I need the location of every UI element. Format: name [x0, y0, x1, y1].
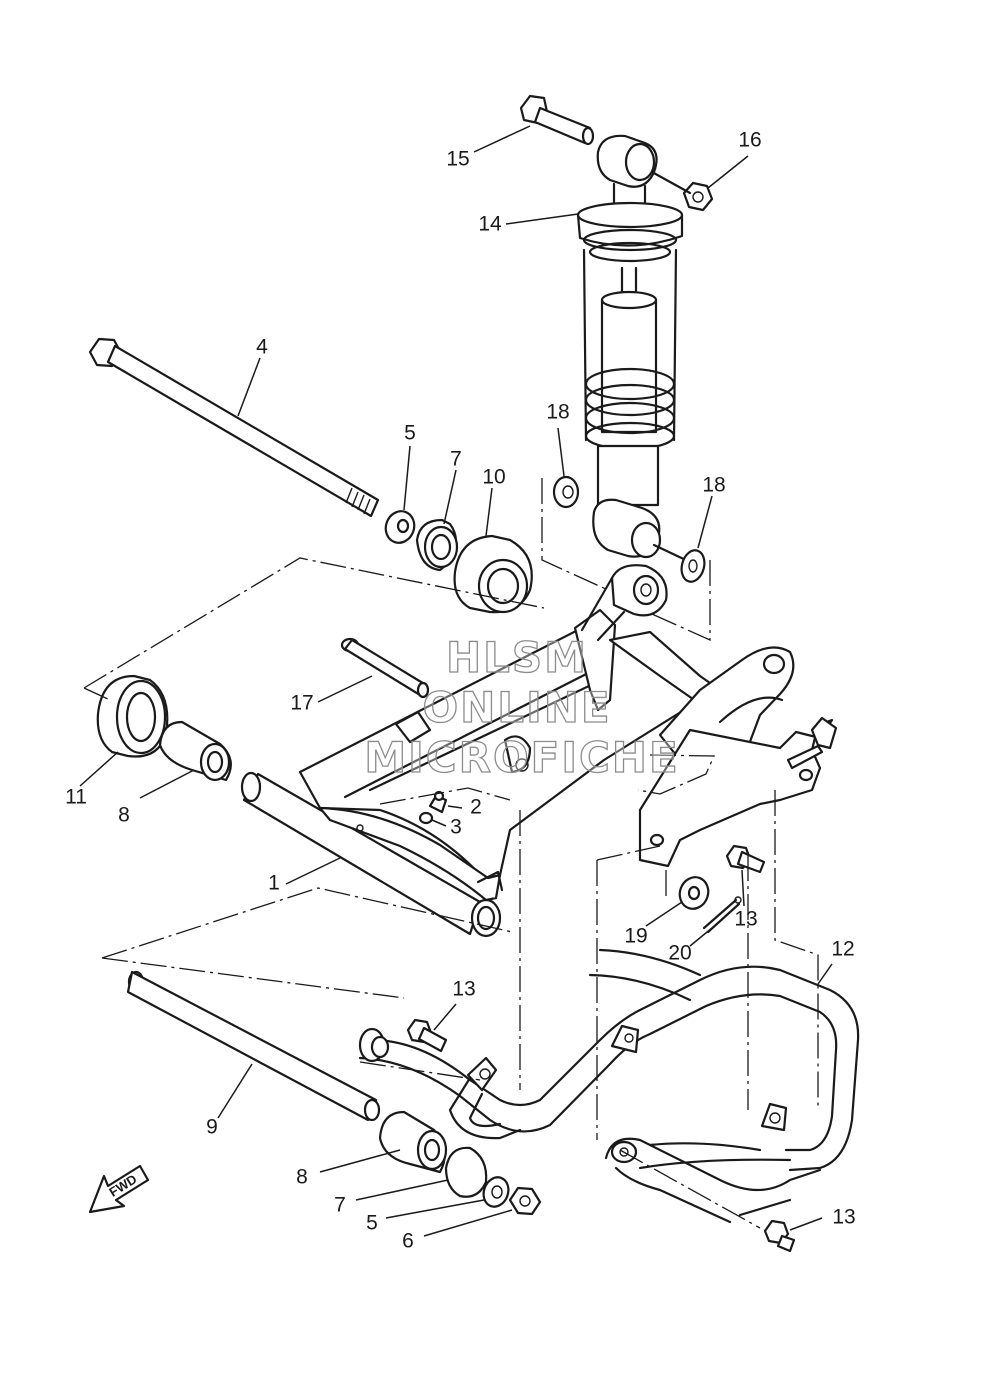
callout-8-lower: 8 [296, 1166, 308, 1189]
watermark-line-1: HLSM [446, 633, 588, 682]
part-1-swing-arm [240, 564, 838, 938]
leader-lines [79, 125, 833, 1237]
part-5-washer-upper [384, 510, 416, 544]
callout-7-upper: 7 [450, 448, 462, 471]
alignment-lines [83, 478, 819, 1229]
part-17-pin [340, 637, 430, 699]
part-20-cotter-pin [702, 896, 742, 934]
part-9-shaft [126, 970, 381, 1122]
callout-5-upper: 5 [404, 422, 416, 445]
part-15-bolt [519, 94, 595, 146]
part-7-bearing-lower [444, 1146, 488, 1198]
callout-6: 6 [402, 1230, 414, 1253]
part-13-bolt-c [763, 1219, 796, 1253]
callout-13-a: 13 [734, 908, 757, 931]
callout-14: 14 [478, 213, 502, 236]
part-14-shock-absorber [576, 134, 692, 564]
part-12-bumper-guard [358, 948, 860, 1224]
part-8-collar-upper [158, 720, 232, 782]
part-8-collar-lower [378, 1110, 448, 1174]
callout-13-b: 13 [452, 978, 475, 1001]
part-5-washer-lower [482, 1176, 510, 1208]
callout-20: 20 [668, 942, 691, 965]
callout-9: 9 [206, 1116, 218, 1139]
part-13-bolt-b [406, 1018, 448, 1053]
watermark-line-3: MICROFICHE [364, 733, 679, 782]
part-7-bearing-upper [415, 518, 459, 572]
part-10-seal [453, 534, 533, 614]
callout-5-lower: 5 [366, 1212, 378, 1235]
part-4-pivot-shaft [88, 337, 380, 518]
watermark-line-2: ONLINE [422, 683, 611, 732]
callout-labels: 15 16 14 4 5 7 10 18 18 17 2 3 11 8 1 19… [65, 129, 856, 1253]
callout-19: 19 [624, 925, 647, 948]
callout-18-lower: 18 [702, 474, 725, 497]
callout-16: 16 [738, 129, 761, 152]
part-11-bushing [96, 674, 169, 758]
fwd-arrow-icon: FWD [88, 1164, 150, 1214]
callout-12: 12 [831, 938, 854, 961]
callout-11: 11 [65, 786, 87, 809]
callout-10: 10 [482, 466, 505, 489]
callout-3: 3 [450, 816, 462, 839]
part-18-collar-lower [680, 549, 706, 583]
part-6-nut [508, 1186, 542, 1216]
part-3-cap [418, 811, 434, 825]
watermark: HLSM ONLINE MICROFICHE [364, 632, 679, 782]
callout-8-upper: 8 [118, 804, 130, 827]
callout-17: 17 [290, 692, 313, 715]
callout-1: 1 [268, 872, 280, 895]
callout-13-c: 13 [832, 1206, 855, 1229]
callout-18-upper: 18 [546, 401, 569, 424]
part-18-collar-upper [552, 475, 580, 509]
part-19-washer [678, 876, 710, 910]
callout-4: 4 [256, 336, 268, 359]
part-13-bolt-a [725, 844, 766, 874]
callout-2: 2 [470, 796, 482, 819]
part-16-nut [682, 181, 714, 212]
callout-7-lower: 7 [334, 1194, 346, 1217]
callout-15: 15 [446, 148, 469, 171]
